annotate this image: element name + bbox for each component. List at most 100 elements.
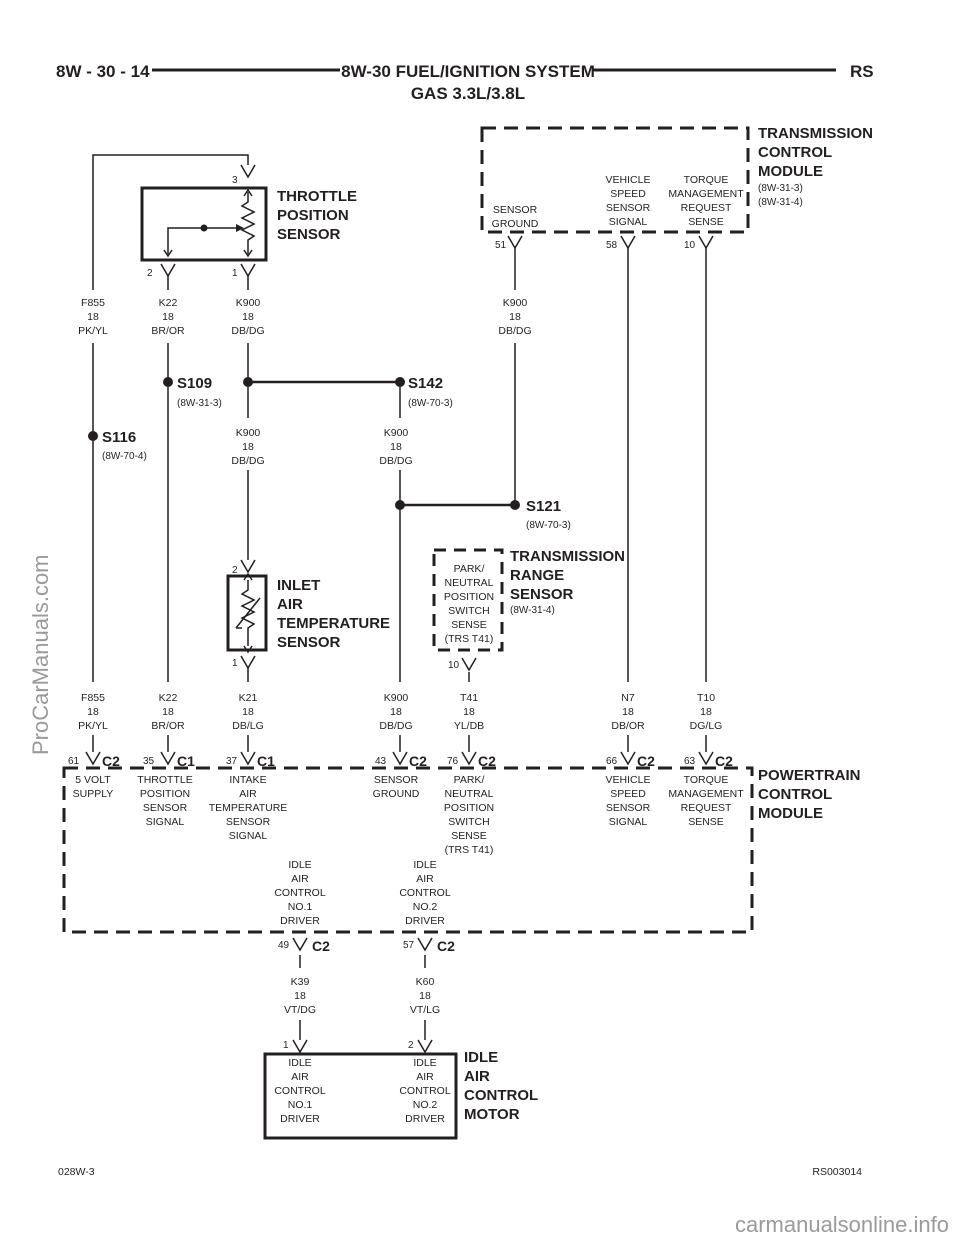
- svg-text:SIGNAL: SIGNAL: [146, 816, 185, 828]
- trs-box: [432, 548, 504, 652]
- splice-s109-bridge-node: [243, 377, 253, 387]
- splice-s121: S121 (8W-70-3): [510, 498, 571, 531]
- svg-text:DB/LG: DB/LG: [232, 720, 264, 732]
- svg-text:NO.1: NO.1: [288, 1099, 313, 1111]
- svg-text:C2: C2: [312, 938, 330, 954]
- svg-text:TEMPERATURE: TEMPERATURE: [277, 615, 390, 632]
- svg-text:1: 1: [232, 658, 238, 669]
- svg-text:49: 49: [278, 940, 290, 951]
- pcm-desc-torque-mgmt: TORQUE MANAGEMENT REQUEST SENSE: [668, 774, 744, 828]
- svg-text:(8W-31-3): (8W-31-3): [758, 183, 803, 194]
- svg-text:58: 58: [606, 240, 618, 251]
- wire-label-k900-mid1: K900 18 DB/DG: [231, 427, 264, 467]
- footer-figure-code: 028W-3: [58, 1166, 95, 1178]
- svg-text:18: 18: [87, 311, 99, 323]
- svg-text:3: 3: [232, 175, 238, 186]
- wire-label-n7: N7 18 DB/OR: [611, 692, 645, 732]
- pcm-lower-pin-labels: 49 C2 57 C2: [278, 938, 455, 954]
- pcm-desc-sensor-ground: SENSOR GROUND: [373, 774, 420, 800]
- pcm-desc-5v-supply: 5 VOLT SUPPLY: [73, 774, 114, 800]
- svg-text:18: 18: [622, 706, 634, 718]
- svg-text:AIR: AIR: [291, 873, 309, 885]
- pcm-desc-iat-signal: INTAKE AIR TEMPERATURE SENSOR SIGNAL: [209, 774, 288, 842]
- svg-text:76: 76: [447, 756, 459, 767]
- svg-text:(TRS T41): (TRS T41): [445, 844, 494, 856]
- svg-text:CONTROL: CONTROL: [758, 786, 832, 803]
- svg-text:VT/LG: VT/LG: [410, 1004, 440, 1016]
- iac-pin-numbers: 1 2: [283, 1040, 414, 1051]
- svg-text:SENSOR: SENSOR: [606, 202, 651, 214]
- svg-text:SENSOR: SENSOR: [277, 226, 341, 243]
- pcm-connector-symbols: [85, 751, 714, 766]
- wire-label-f855-bot: F855 18 PK/YL: [78, 692, 108, 732]
- svg-text:TRANSMISSION: TRANSMISSION: [758, 125, 873, 142]
- svg-text:S109: S109: [177, 375, 212, 392]
- svg-text:2: 2: [147, 268, 153, 279]
- svg-text:DB/DG: DB/DG: [231, 455, 264, 467]
- svg-text:C2: C2: [478, 753, 496, 769]
- svg-text:K39: K39: [291, 976, 310, 988]
- svg-text:TORQUE: TORQUE: [684, 174, 729, 186]
- wire-label-t10: T10 18 DG/LG: [690, 692, 723, 732]
- tcm-label: TRANSMISSION CONTROL MODULE (8W-31-3) (8…: [758, 125, 873, 208]
- svg-text:DB/DG: DB/DG: [379, 720, 412, 732]
- svg-text:TEMPERATURE: TEMPERATURE: [209, 802, 288, 814]
- svg-text:POSITION: POSITION: [277, 207, 349, 224]
- svg-text:NO.2: NO.2: [413, 1099, 438, 1111]
- svg-text:TRANSMISSION: TRANSMISSION: [510, 548, 625, 565]
- svg-text:K900: K900: [384, 427, 409, 439]
- svg-text:N7: N7: [621, 692, 635, 704]
- svg-text:18: 18: [242, 311, 254, 323]
- pcm-pin-numbers: 61 35 37 43 76 66 63: [68, 756, 696, 767]
- trs-label: TRANSMISSION RANGE SENSOR (8W-31-4): [510, 548, 625, 616]
- splice-s142: S142 (8W-70-3): [395, 375, 453, 409]
- svg-text:AIR: AIR: [291, 1071, 309, 1083]
- wire-label-t41: T41 18 YL/DB: [454, 692, 484, 732]
- svg-text:(8W-31-4): (8W-31-4): [510, 605, 555, 616]
- svg-text:S116: S116: [102, 429, 136, 446]
- svg-text:SIGNAL: SIGNAL: [609, 216, 648, 228]
- svg-text:SENSE: SENSE: [688, 816, 724, 828]
- svg-text:C2: C2: [102, 753, 120, 769]
- svg-text:MANAGEMENT: MANAGEMENT: [668, 788, 744, 800]
- svg-text:NEUTRAL: NEUTRAL: [444, 788, 493, 800]
- trs-desc: PARK/ NEUTRAL POSITION SWITCH SENSE (TRS…: [444, 563, 494, 645]
- svg-text:(8W-31-3): (8W-31-3): [177, 398, 222, 409]
- svg-text:AIR: AIR: [239, 788, 257, 800]
- iat-body: [226, 572, 268, 654]
- svg-text:POSITION: POSITION: [140, 788, 190, 800]
- wire-label-k900-bot: K900 18 DB/DG: [379, 692, 412, 732]
- bottom-watermark: carmanualsonline.info: [735, 1212, 949, 1237]
- pcm-connector-ids: C2 C1 C1 C2 C2 C2 C2: [102, 753, 733, 769]
- svg-text:18: 18: [419, 990, 431, 1002]
- svg-text:K22: K22: [159, 297, 178, 309]
- wire-label-k900-mid2: K900 18 DB/DG: [379, 427, 412, 467]
- svg-text:SPEED: SPEED: [610, 788, 646, 800]
- svg-text:IDLE: IDLE: [464, 1049, 498, 1066]
- svg-text:18: 18: [700, 706, 712, 718]
- svg-text:REQUEST: REQUEST: [681, 202, 732, 214]
- pcm-desc-iac2: IDLE AIR CONTROL NO.2 DRIVER: [399, 859, 450, 927]
- model-code: RS: [850, 62, 874, 81]
- svg-text:VEHICLE: VEHICLE: [606, 774, 651, 786]
- iac-connector-symbols: [292, 1039, 433, 1054]
- iat-label: INLET AIR TEMPERATURE SENSOR: [277, 577, 390, 651]
- pcm-desc-iac1: IDLE AIR CONTROL NO.1 DRIVER: [274, 859, 325, 927]
- wire-label-k39: K39 18 VT/DG: [284, 976, 316, 1016]
- tcm-pin-58-desc: VEHICLE SPEED SENSOR SIGNAL: [606, 174, 651, 228]
- svg-text:DB/DG: DB/DG: [231, 325, 264, 337]
- svg-text:TORQUE: TORQUE: [684, 774, 729, 786]
- svg-text:NEUTRAL: NEUTRAL: [444, 577, 493, 589]
- footer-drawing-number: RS003014: [812, 1166, 862, 1178]
- svg-text:PARK/: PARK/: [454, 563, 485, 575]
- svg-text:CONTROL: CONTROL: [274, 1085, 325, 1097]
- svg-text:63: 63: [684, 756, 696, 767]
- svg-text:(8W-70-3): (8W-70-3): [526, 520, 571, 531]
- svg-text:IDLE: IDLE: [413, 1057, 436, 1069]
- svg-text:INTAKE: INTAKE: [229, 774, 266, 786]
- wire-label-k900-tcm: K900 18 DB/DG: [498, 297, 531, 337]
- iac-label: IDLE AIR CONTROL MOTOR: [464, 1049, 538, 1123]
- wire-label-k21: K21 18 DB/LG: [232, 692, 264, 732]
- svg-text:(8W-70-4): (8W-70-4): [102, 451, 147, 462]
